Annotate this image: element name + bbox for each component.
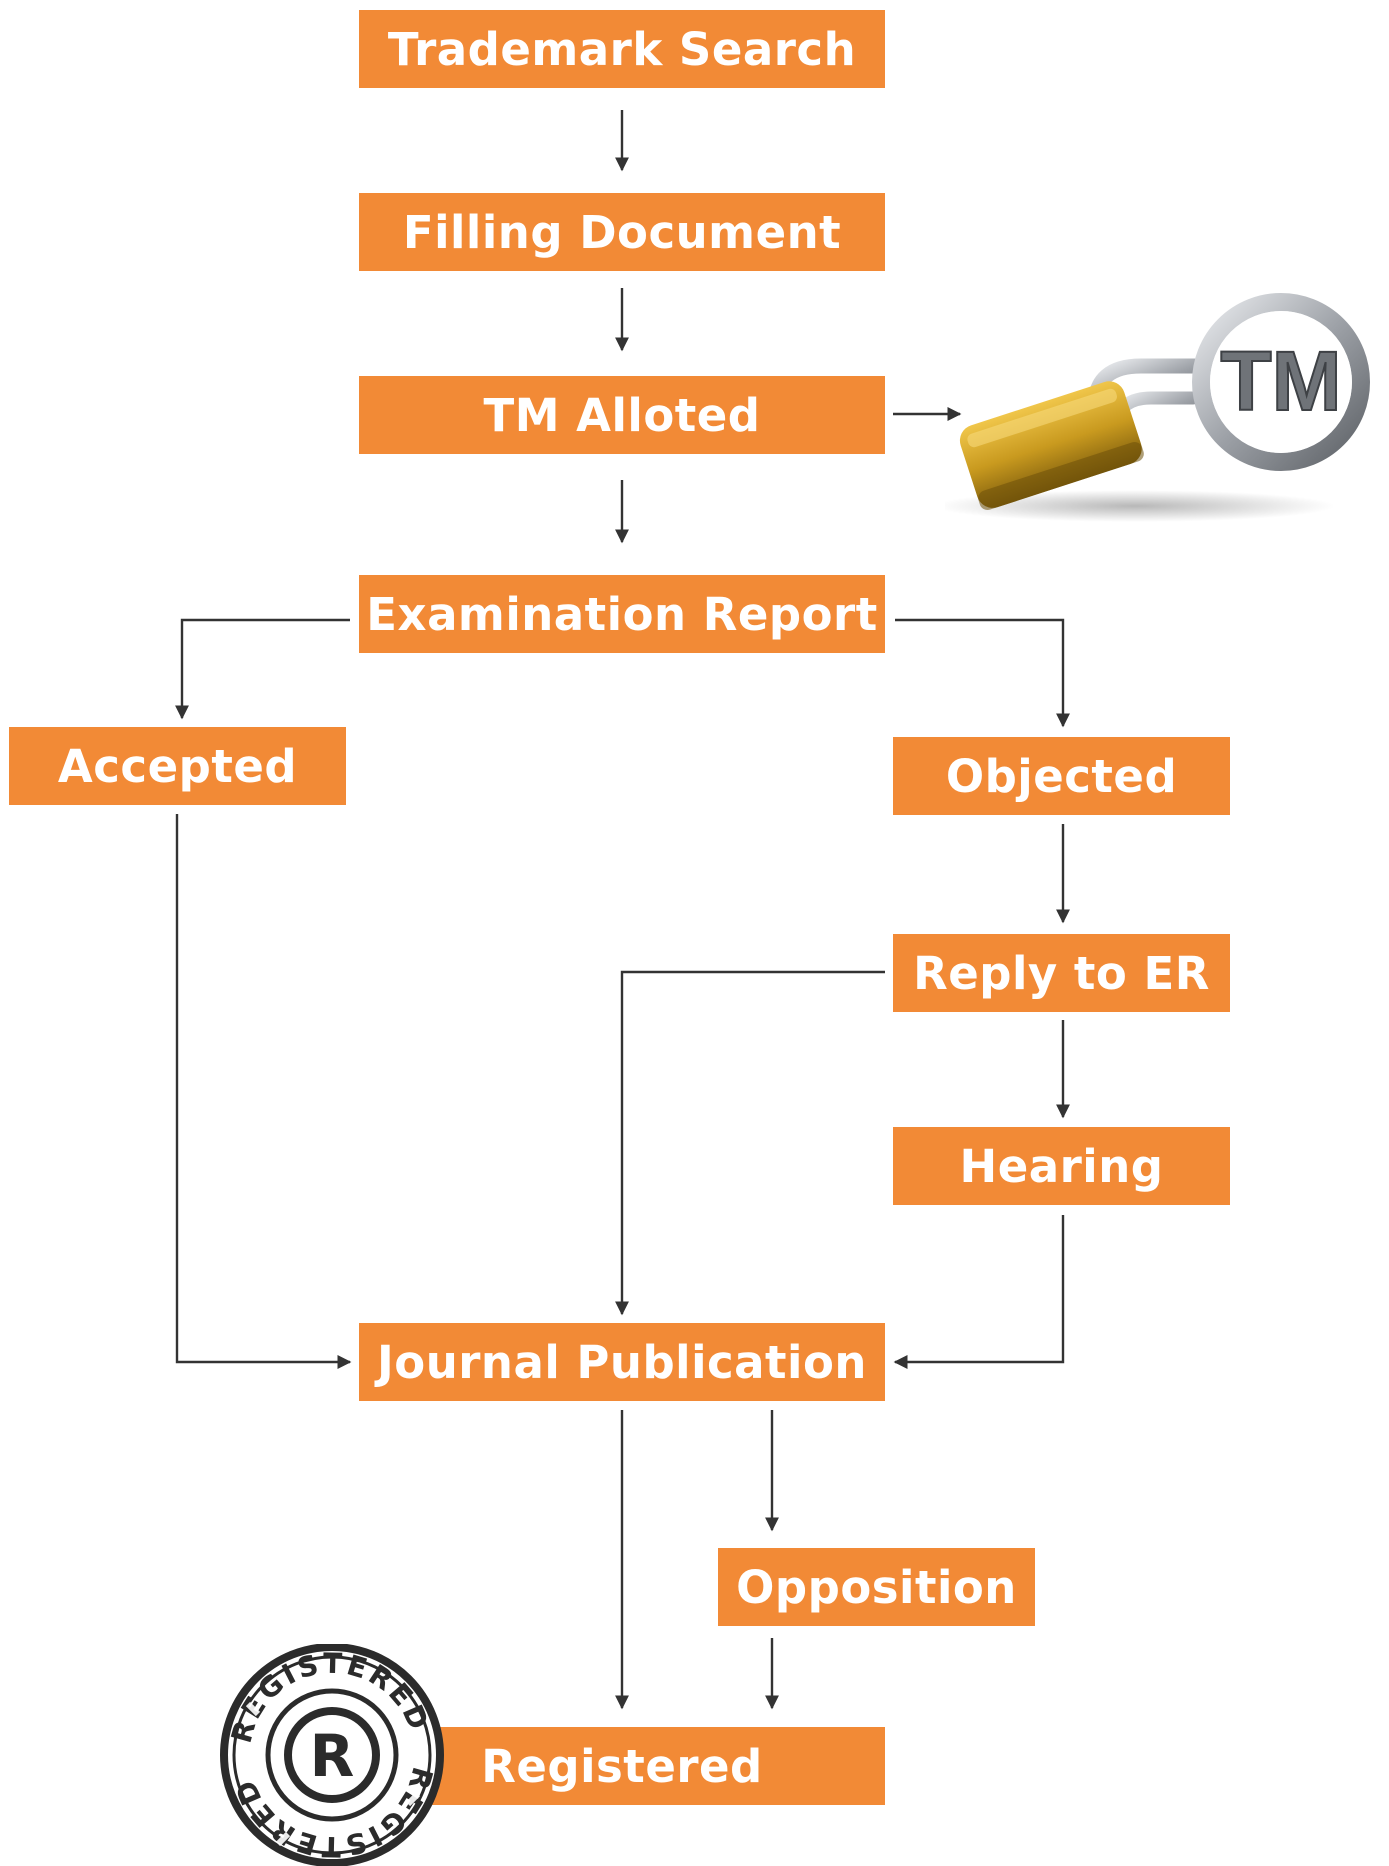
- arrow-reply-to-journal: [615, 970, 885, 1316]
- node-opposition: Opposition: [718, 1548, 1035, 1626]
- registered-stamp-icon: REGISTERED REGISTERED R: [220, 1644, 444, 1866]
- node-registered: Registered: [359, 1727, 885, 1805]
- tm-text: TM: [1220, 334, 1341, 428]
- arrow-hearing-to-journal: [893, 1215, 1065, 1369]
- arrow-exam-to-accepted: [175, 618, 350, 720]
- node-trademark-search: Trademark Search: [359, 10, 885, 88]
- node-reply-to-er: Reply to ER: [893, 934, 1230, 1012]
- node-filling-document: Filling Document: [359, 193, 885, 271]
- node-tm-alloted: TM Alloted: [359, 376, 885, 454]
- arrow-accepted-to-journal: [175, 814, 352, 1369]
- padlock-trademark-icon: TM: [945, 293, 1370, 522]
- node-accepted: Accepted: [9, 727, 346, 805]
- node-examination-report: Examination Report: [359, 575, 885, 653]
- node-hearing: Hearing: [893, 1127, 1230, 1205]
- node-objected: Objected: [893, 737, 1230, 815]
- arrow-exam-to-objected: [895, 618, 1070, 728]
- node-journal-publication: Journal Publication: [359, 1323, 885, 1401]
- stamp-r-symbol: R: [310, 1722, 355, 1790]
